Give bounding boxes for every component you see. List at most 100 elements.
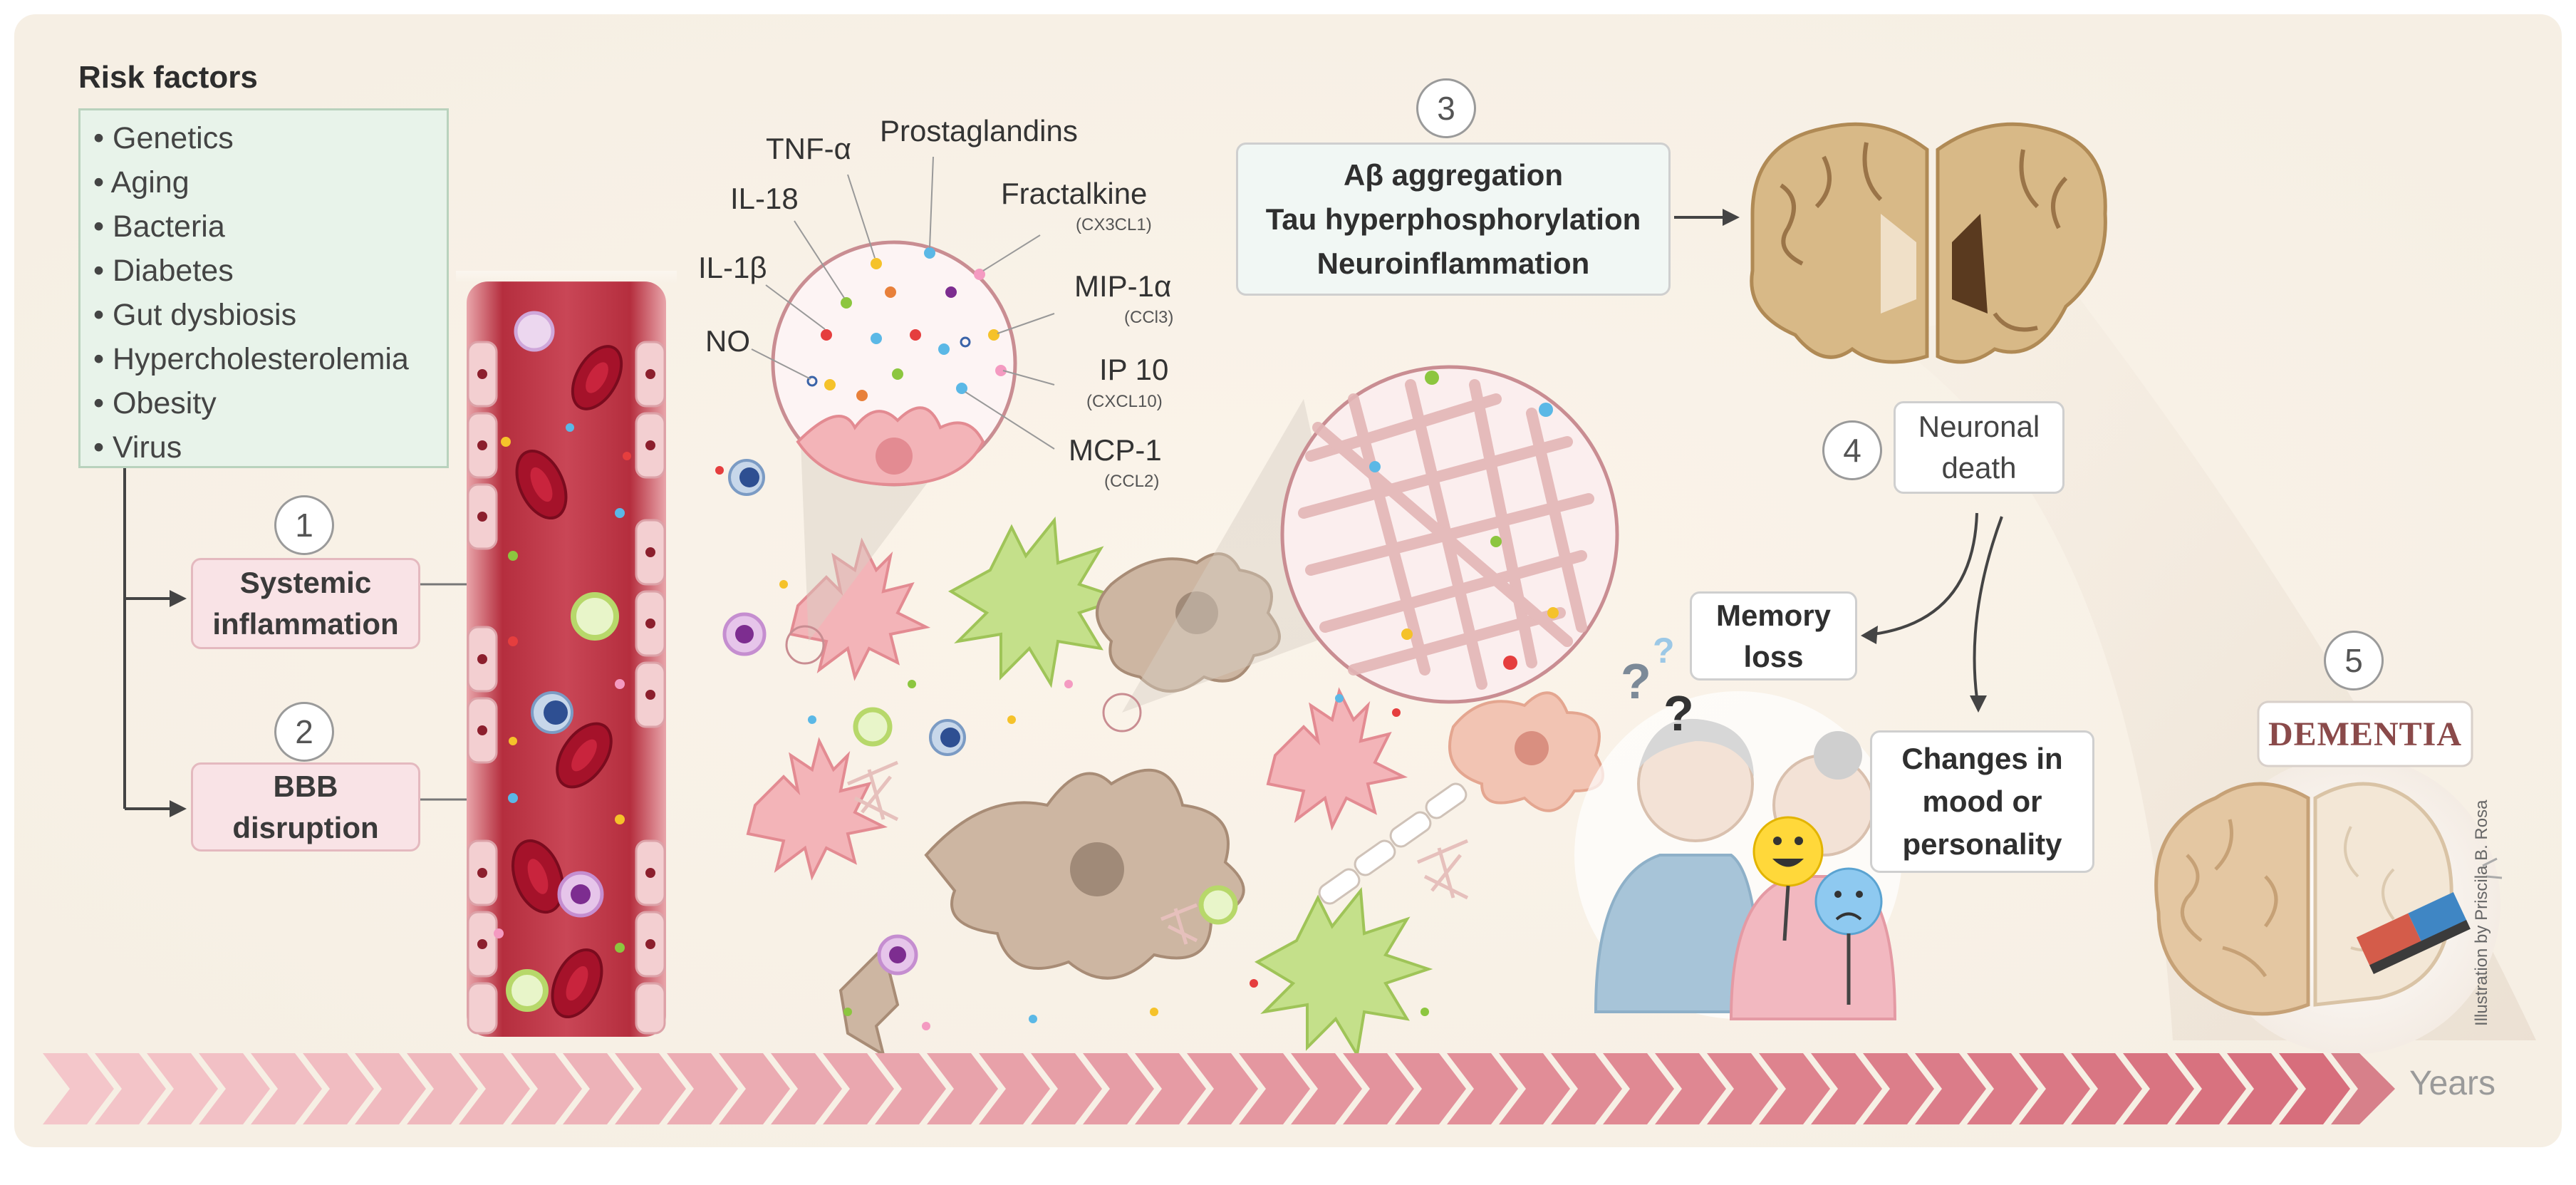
risk-item: • Diabetes bbox=[93, 254, 234, 288]
timeline-arrow-tip bbox=[2331, 1053, 2395, 1124]
timeline-chevron bbox=[43, 1053, 114, 1124]
timeline-chevron bbox=[615, 1053, 686, 1124]
step-3-line1: Aβ aggregation bbox=[1344, 157, 1563, 192]
step-4-number: 4 bbox=[1822, 420, 1882, 480]
pathology-box: Aβ aggregation Tau hyperphosphorylation … bbox=[1236, 143, 1671, 296]
memory-line1: Memory bbox=[1715, 598, 1832, 632]
blood-vessel bbox=[456, 271, 677, 1037]
arrow-to-mood-head bbox=[1970, 695, 1987, 713]
step-4-line1: Neuronal bbox=[1918, 410, 2040, 443]
systemic-inflammation-box: Systemic inflammation bbox=[191, 558, 420, 649]
timeline-chevron bbox=[1083, 1053, 1154, 1124]
step-4-line2: death bbox=[1941, 451, 2017, 485]
step-3-number: 3 bbox=[1416, 78, 1476, 138]
mediator-leaders bbox=[751, 156, 1055, 450]
mediator-il18: IL-18 bbox=[730, 182, 799, 215]
memory-line2: loss bbox=[1743, 639, 1804, 673]
mediator-mip: MIP-1α bbox=[1074, 269, 1172, 303]
step-1-number: 1 bbox=[274, 495, 334, 555]
timeline-chevron bbox=[1499, 1053, 1570, 1124]
dementia-illustration bbox=[2154, 700, 2503, 1055]
timeline-chevron bbox=[407, 1053, 478, 1124]
timeline-chevron bbox=[1707, 1053, 1778, 1124]
timeline-chevron bbox=[2175, 1053, 2246, 1124]
step-2-line1: BBB bbox=[273, 769, 338, 803]
timeline-chevron bbox=[95, 1053, 166, 1124]
neuronal-death-box: Neuronal death bbox=[1894, 401, 2065, 494]
step-3-line2: Tau hyperphosphorylation bbox=[1265, 202, 1641, 236]
timeline-chevron bbox=[667, 1053, 738, 1124]
zoom-origin-left bbox=[785, 625, 825, 665]
step-1-line2: inflammation bbox=[212, 607, 399, 641]
mediator-il1b: IL-1β bbox=[698, 251, 767, 284]
timeline-chevron bbox=[355, 1053, 426, 1124]
timeline-chevron bbox=[2071, 1053, 2142, 1124]
risk-connectors bbox=[123, 468, 171, 810]
timeline-chevron bbox=[459, 1053, 530, 1124]
mood-changes-box: Changes in mood or personality bbox=[1870, 730, 2094, 873]
timeline-chevron bbox=[1863, 1053, 1934, 1124]
timeline-chevron bbox=[1291, 1053, 1362, 1124]
bbb-disruption-box: BBB disruption bbox=[191, 762, 420, 852]
timeline-chevron bbox=[2279, 1053, 2350, 1124]
zoom-origin-right bbox=[1102, 693, 1142, 733]
arrow-head-2 bbox=[170, 800, 187, 817]
mediator-prostaglandins: Prostaglandins bbox=[880, 114, 1078, 148]
step-1-line1: Systemic bbox=[239, 566, 372, 599]
mediator-mip-sub: (CCl3) bbox=[1124, 308, 1174, 327]
arrow-step3-head bbox=[1723, 209, 1740, 226]
risk-item: • Virus bbox=[93, 430, 182, 465]
risk-item: • Gut dysbiosis bbox=[93, 298, 297, 332]
timeline-chevron bbox=[1395, 1053, 1466, 1124]
risk-factors-title: Risk factors bbox=[78, 60, 258, 95]
step-2-number: 2 bbox=[274, 702, 334, 762]
timeline-label: Years bbox=[2409, 1065, 2496, 1102]
cytokine-zoom-circle bbox=[771, 240, 1017, 487]
step-5-number: 5 bbox=[2324, 631, 2384, 690]
svg-text:?: ? bbox=[1621, 653, 1651, 709]
svg-text:?: ? bbox=[1663, 685, 1694, 741]
step-3-line3: Neuroinflammation bbox=[1316, 246, 1590, 280]
timeline-chevron bbox=[1915, 1053, 1986, 1124]
dementia-label: DEMENTIA bbox=[2268, 715, 2463, 753]
timeline-chevron bbox=[147, 1053, 218, 1124]
timeline-chevron bbox=[1031, 1053, 1102, 1124]
arrow-to-memory bbox=[1873, 512, 1978, 636]
risk-factors-list: • Genetics • Aging • Bacteria • Diabetes… bbox=[78, 108, 449, 468]
timeline-chevron bbox=[1655, 1053, 1726, 1124]
timeline-chevron bbox=[875, 1053, 946, 1124]
risk-item: • Hypercholesterolemia bbox=[93, 342, 409, 376]
mood-line2: mood or bbox=[1922, 785, 2042, 818]
timeline-chevron bbox=[1187, 1053, 1258, 1124]
memory-loss-box: Memory loss bbox=[1690, 591, 1857, 681]
timeline-chevron bbox=[1239, 1053, 1310, 1124]
timeline-chevron bbox=[927, 1053, 998, 1124]
timeline-chevron bbox=[303, 1053, 374, 1124]
risk-item: • Genetics bbox=[93, 121, 234, 155]
timeline-chevron bbox=[1811, 1053, 1882, 1124]
timeline-chevron bbox=[511, 1053, 582, 1124]
timeline-chevron bbox=[1343, 1053, 1414, 1124]
mediator-fractalkine: Fractalkine bbox=[1001, 177, 1148, 210]
mediator-no: NO bbox=[705, 324, 750, 358]
step-2-line2: disruption bbox=[232, 810, 379, 844]
fibril-zoom-circle bbox=[1280, 365, 1619, 704]
timeline-chevron bbox=[1967, 1053, 2038, 1124]
elderly-couple: ? ? ? bbox=[1574, 631, 1902, 1020]
timeline-chevron bbox=[1135, 1053, 1206, 1124]
timeline-chevron bbox=[1759, 1053, 1830, 1124]
timeline-chevron bbox=[719, 1053, 790, 1124]
timeline-chevron bbox=[251, 1053, 322, 1124]
arrow-to-mood bbox=[1973, 516, 2003, 699]
mediator-ip10-sub: (CXCL10) bbox=[1086, 392, 1163, 411]
timeline-chevron bbox=[563, 1053, 634, 1124]
mediator-tnf: TNF-α bbox=[766, 132, 851, 165]
timeline-chevrons bbox=[43, 1053, 2395, 1124]
timeline-chevron bbox=[1551, 1053, 1622, 1124]
risk-item: • Bacteria bbox=[93, 209, 225, 244]
mood-line3: personality bbox=[1902, 827, 2062, 861]
timeline-chevron bbox=[2227, 1053, 2298, 1124]
timeline-chevron bbox=[1447, 1053, 1518, 1124]
mood-line1: Changes in bbox=[1901, 742, 2063, 775]
